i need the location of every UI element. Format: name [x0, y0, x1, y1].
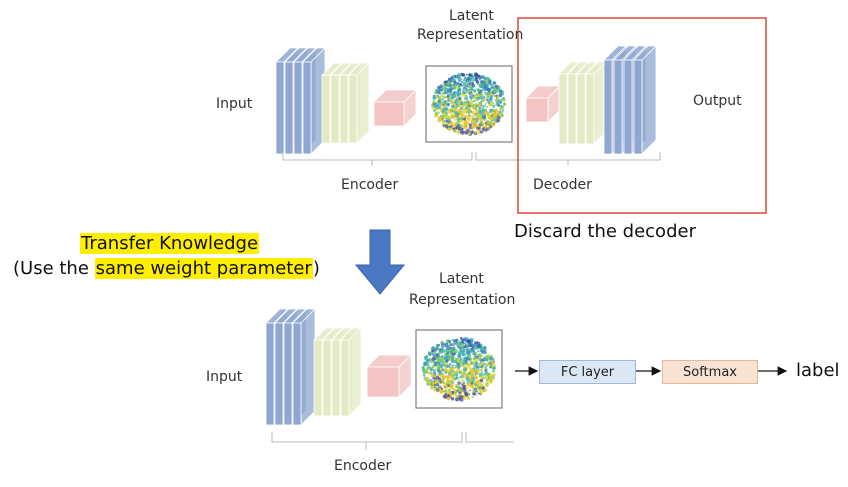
label-output: label — [796, 360, 840, 381]
bot-enc-pink-block — [366, 354, 412, 398]
top-dec-green-layer-4 — [585, 61, 607, 145]
top-decoder-label: Decoder — [533, 177, 592, 193]
top-enc-green-layer-4 — [348, 62, 370, 144]
bottom-cut-bracket — [465, 432, 514, 443]
transfer-suffix: ) — [312, 258, 320, 279]
top-latent-cloud — [425, 65, 513, 143]
top-output-label: Output — [693, 93, 742, 109]
transfer-arrow — [354, 229, 406, 295]
transfer-title-highlight: Transfer Knowledge — [80, 233, 260, 254]
top-enc-pink-block — [373, 89, 417, 127]
softmax-box: Softmax — [662, 360, 758, 384]
bottom-latent-label-1: Latent — [439, 271, 484, 287]
top-dec-pink-block — [525, 85, 561, 123]
fc-layer-box: FC layer — [539, 360, 636, 384]
bottom-latent-label-2: Representation — [409, 292, 516, 308]
top-encoder-label: Encoder — [341, 177, 399, 193]
top-latent-label-1: Latent — [449, 8, 494, 24]
discard-caption: Discard the decoder — [514, 221, 696, 242]
transfer-subtitle: (Use the same weight parameter) — [13, 258, 320, 279]
discard-decoder-box — [517, 17, 767, 214]
transfer-title: Transfer Knowledge — [80, 233, 260, 254]
bot-enc-green-layer-4 — [340, 327, 362, 417]
transfer-prefix: (Use the — [13, 258, 95, 279]
bottom-latent-cloud — [415, 329, 503, 409]
transfer-highlight: same weight parameter — [94, 258, 313, 279]
top-dec-blue-layer-4 — [633, 45, 657, 155]
bottom-input-label: Input — [206, 369, 243, 385]
bottom-encoder-label: Encoder — [334, 458, 392, 474]
top-latent-label-2: Representation — [417, 27, 524, 43]
encoder-bracket — [282, 152, 473, 161]
top-input-label: Input — [216, 96, 253, 112]
bot-enc-blue-layer-4 — [292, 308, 316, 426]
bottom-encoder-bracket — [271, 432, 463, 443]
